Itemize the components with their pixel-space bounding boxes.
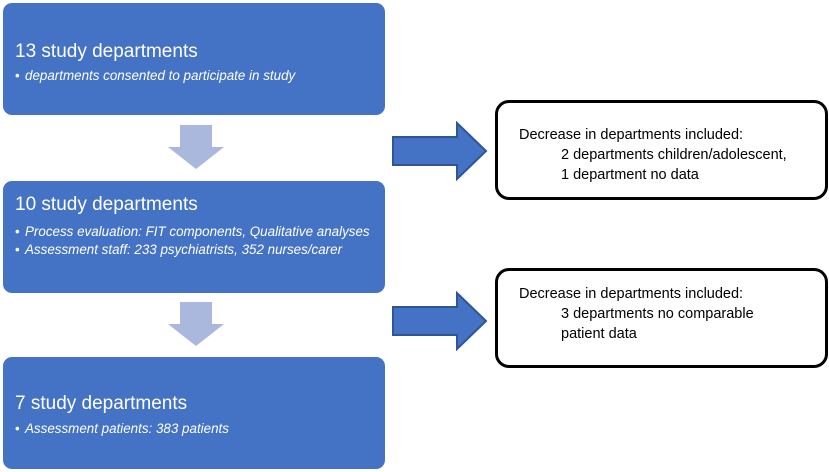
exclusion-line: patient data: [561, 326, 637, 342]
right-arrow-icon: [392, 121, 488, 181]
down-arrow-icon: [168, 302, 224, 346]
exclusion-line: 2 departments children/adolescent,: [561, 147, 787, 163]
exclusion-line: 3 departments no comparable: [561, 306, 754, 322]
box-bullet: departments consented to participate in …: [15, 67, 373, 85]
box-bullet: Assessment staff: 233 psychiatrists, 352…: [15, 241, 373, 259]
box-title: 7 study departments: [15, 393, 188, 414]
box-bullet-list: Assessment patients: 383 patients: [15, 420, 373, 438]
study-departments-10-box: 10 study departments Process evaluation:…: [3, 181, 385, 293]
box-bullet: Process evaluation: FIT components, Qual…: [15, 223, 373, 241]
box-bullet: Assessment patients: 383 patients: [15, 420, 373, 438]
box-bullet-list: departments consented to participate in …: [15, 67, 373, 85]
box-title: 13 study departments: [15, 41, 198, 62]
exclusion-box-1: Decrease in departments included: 2 depa…: [495, 100, 828, 200]
exclusion-box-2: Decrease in departments included: 3 depa…: [495, 268, 828, 368]
exclusion-heading: Decrease in departments included:: [519, 286, 744, 302]
exclusion-line: 1 department no data: [561, 167, 699, 183]
down-arrow-icon: [168, 125, 224, 169]
right-arrow-icon: [392, 291, 488, 351]
box-bullet-list: Process evaluation: FIT components, Qual…: [15, 223, 373, 259]
study-departments-7-box: 7 study departments Assessment patients:…: [3, 357, 385, 469]
study-departments-13-box: 13 study departments departments consent…: [3, 3, 385, 115]
exclusion-heading: Decrease in departments included:: [519, 127, 744, 143]
box-title: 10 study departments: [15, 194, 198, 215]
